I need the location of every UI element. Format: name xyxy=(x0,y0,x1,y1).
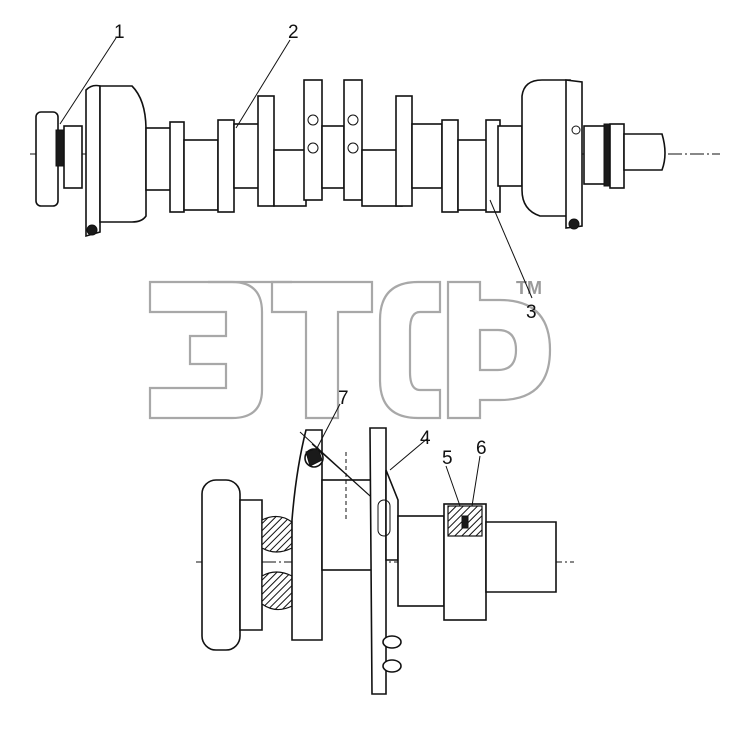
callout-labels: 1 2 3 4 5 6 7 xyxy=(114,22,537,469)
journal-4 xyxy=(321,125,345,189)
section-web-1 xyxy=(291,429,323,641)
leader-2 xyxy=(235,39,291,129)
web-2 xyxy=(169,121,185,213)
bolt-hole-1 xyxy=(382,635,402,649)
crankshaft-top-view xyxy=(30,79,720,238)
journal-6 xyxy=(497,125,523,187)
leader-4 xyxy=(389,437,429,471)
section-web-2 xyxy=(369,427,387,695)
web-5 xyxy=(303,79,323,201)
leader-3 xyxy=(489,199,533,299)
leader-6 xyxy=(471,455,481,507)
oil-plug-core xyxy=(305,447,323,467)
web-1a xyxy=(85,84,101,238)
section-flange-step xyxy=(239,499,263,631)
key xyxy=(461,515,469,529)
web-3 xyxy=(217,119,235,213)
bolt-hole-2 xyxy=(382,659,402,673)
oil-hole-4 xyxy=(347,142,359,154)
counterweight-bolt-1 xyxy=(86,224,98,236)
watermark-logo: TM xyxy=(148,278,552,420)
section-cut-2 xyxy=(261,571,293,611)
leader-1 xyxy=(59,37,117,125)
crankpin-2 xyxy=(273,149,307,207)
journal-1 xyxy=(63,125,83,189)
callout-1: 1 xyxy=(114,22,125,43)
section-web-2b xyxy=(385,469,399,561)
callout-2: 2 xyxy=(288,22,299,43)
leader-5 xyxy=(445,465,461,507)
callout-3: 3 xyxy=(526,302,537,323)
web-10a xyxy=(565,79,583,229)
callout-4: 4 xyxy=(420,428,431,449)
web-7 xyxy=(395,95,413,207)
nose xyxy=(623,133,666,171)
web-8 xyxy=(441,119,459,213)
rear-hub xyxy=(609,123,625,189)
rear-journal xyxy=(583,125,607,185)
leader-lines xyxy=(59,37,533,507)
section-crankpin xyxy=(321,479,373,571)
crankshaft-section-view xyxy=(196,427,574,695)
section-cut-1 xyxy=(261,515,293,553)
section-nose xyxy=(485,521,557,593)
rear-seal xyxy=(603,123,611,187)
crankpin-4 xyxy=(457,139,489,211)
callout-7: 7 xyxy=(338,388,349,409)
counterweight-bolt-2 xyxy=(568,218,580,230)
web-10 xyxy=(521,79,571,217)
crankpin-1 xyxy=(183,139,219,211)
oil-hole-2 xyxy=(307,142,319,154)
web-1 xyxy=(99,85,147,223)
flange-ring xyxy=(55,129,65,167)
callout-6: 6 xyxy=(476,438,487,459)
journal-5 xyxy=(411,123,443,189)
callout-5: 5 xyxy=(442,448,453,469)
leader-7 xyxy=(315,403,341,451)
section-journal xyxy=(397,515,445,607)
section-flange xyxy=(201,479,241,651)
web-4 xyxy=(257,95,275,207)
web-6 xyxy=(343,79,363,201)
oil-hole-3 xyxy=(347,114,359,126)
trademark-mark: TM xyxy=(516,278,542,298)
section-slot xyxy=(377,499,391,537)
oil-hole-1 xyxy=(307,114,319,126)
flange xyxy=(35,111,59,207)
oil-hole-5 xyxy=(571,125,581,135)
